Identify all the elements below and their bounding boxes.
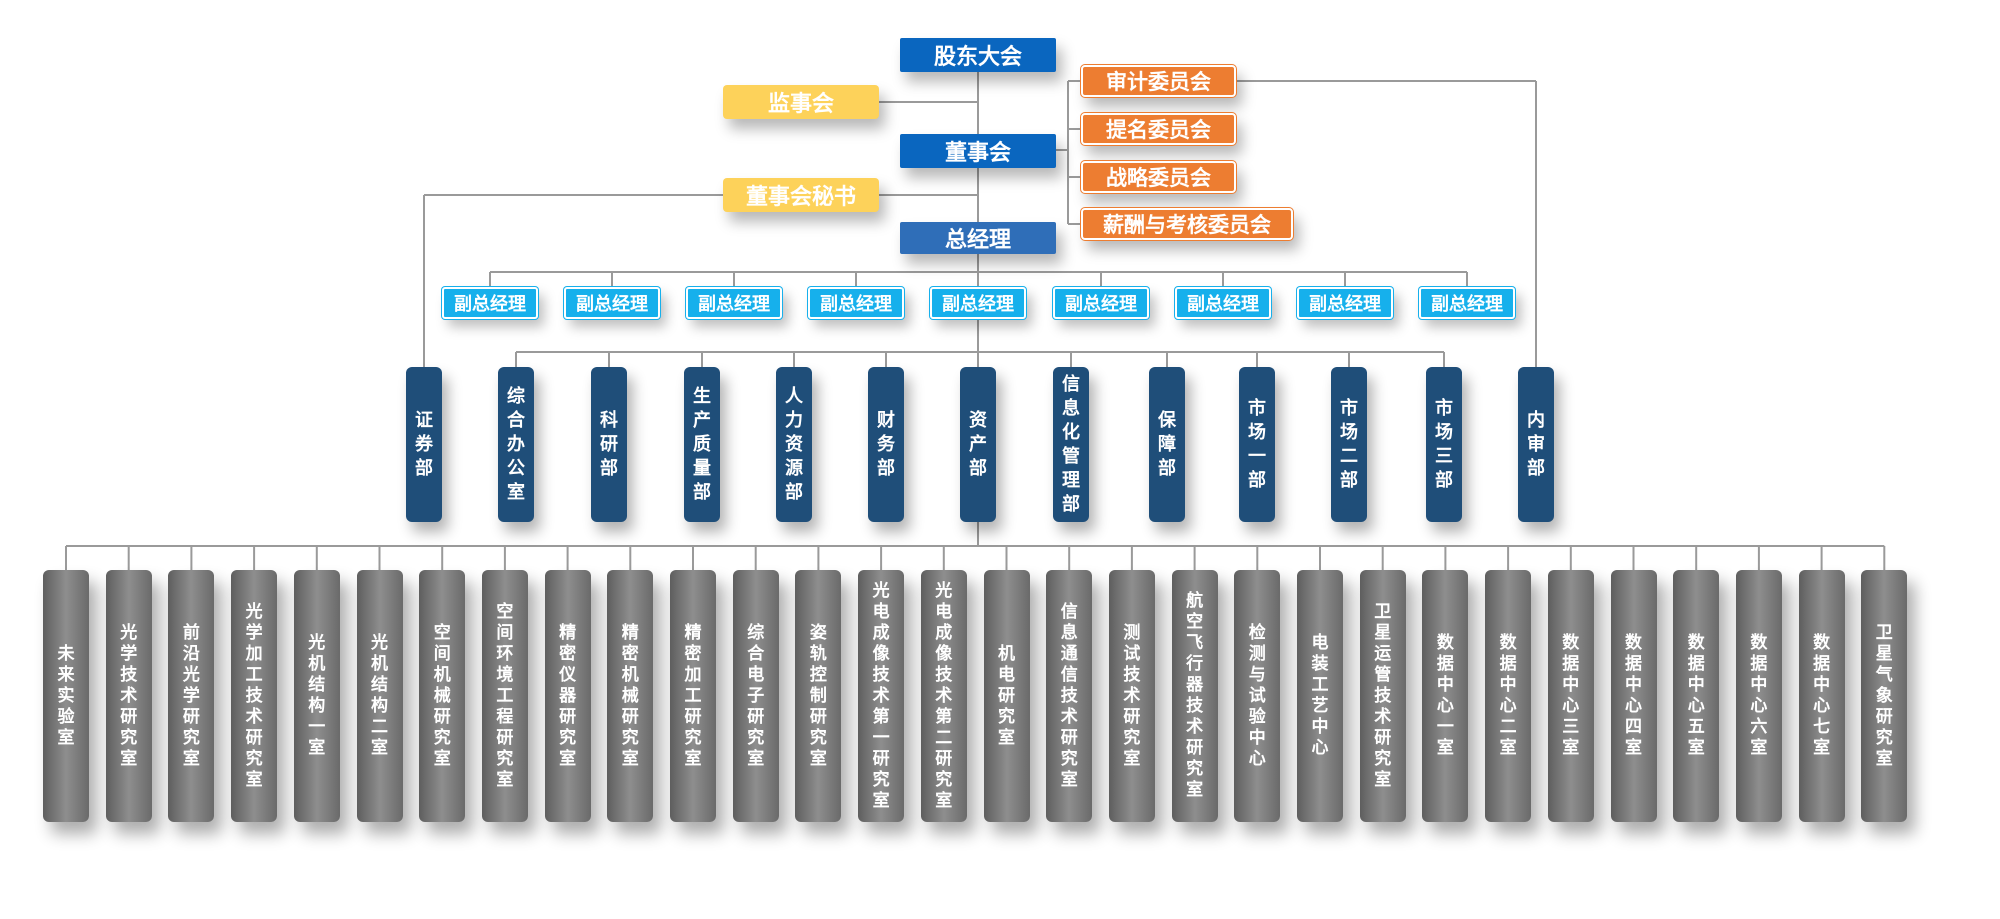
research-unit-box: 数据中心六室 <box>1735 570 1782 822</box>
research-unit-box: 光学加工技术研究室 <box>231 570 278 822</box>
research-unit-box: 信息通信技术研究室 <box>1046 570 1093 822</box>
research-unit-box: 数据中心三室 <box>1547 570 1594 822</box>
committee-compensation: 薪酬与考核委员会 <box>1081 208 1293 240</box>
research-unit-box: 综合电子研究室 <box>732 570 779 822</box>
research-unit-box: 电装工艺中心 <box>1297 570 1343 822</box>
research-unit-box: 前沿光学研究室 <box>168 570 215 822</box>
vice-manager-box: 副总经理 <box>808 287 904 319</box>
research-unit-box: 空间机械研究室 <box>419 570 466 822</box>
shareholders-meeting-box: 股东大会 <box>900 38 1056 72</box>
research-unit-box: 光学技术研究室 <box>105 570 152 822</box>
committee-nomination: 提名委员会 <box>1081 113 1236 145</box>
research-unit-box: 数据中心一室 <box>1422 570 1469 822</box>
research-unit-box: 检测与试验中心 <box>1234 570 1281 822</box>
department-box: 市场二部 <box>1331 367 1367 522</box>
department-box: 内审部 <box>1518 367 1554 522</box>
research-unit-box: 未来实验室 <box>43 570 89 822</box>
department-box: 生产质量部 <box>684 367 720 522</box>
research-unit-box: 卫星气象研究室 <box>1861 570 1908 822</box>
board-of-directors-box: 董事会 <box>900 134 1056 168</box>
research-unit-box: 空间环境工程研究室 <box>481 570 528 822</box>
research-unit-box: 数据中心二室 <box>1485 570 1532 822</box>
vice-manager-box: 副总经理 <box>1175 287 1271 319</box>
committee-strategy: 战略委员会 <box>1081 161 1236 193</box>
department-box: 财务部 <box>868 367 904 522</box>
research-unit-box: 精密加工研究室 <box>670 570 716 822</box>
vice-manager-box: 副总经理 <box>564 287 660 319</box>
supervisory-board-box: 监事会 <box>723 85 879 119</box>
department-box: 证券部 <box>406 367 442 522</box>
research-unit-box: 姿轨控制研究室 <box>795 570 842 822</box>
department-box: 综合办公室 <box>498 367 534 522</box>
research-unit-box: 光电成像技术第二研究室 <box>920 570 967 822</box>
vice-manager-box: 副总经理 <box>442 287 538 319</box>
department-box: 市场一部 <box>1239 367 1275 522</box>
department-box: 科研部 <box>591 367 627 522</box>
research-unit-box: 数据中心五室 <box>1673 570 1720 822</box>
research-unit-box: 精密机械研究室 <box>607 570 654 822</box>
vice-manager-box: 副总经理 <box>686 287 782 319</box>
research-unit-box: 数据中心七室 <box>1798 570 1845 822</box>
research-unit-box: 数据中心四室 <box>1610 570 1657 822</box>
department-box: 人力资源部 <box>776 367 812 522</box>
vice-manager-box: 副总经理 <box>1419 287 1515 319</box>
general-manager-box: 总经理 <box>900 222 1056 254</box>
department-box: 保障部 <box>1149 367 1185 522</box>
research-unit-box: 光机结构一室 <box>293 570 340 822</box>
committee-audit: 审计委员会 <box>1081 65 1236 97</box>
vice-manager-box: 副总经理 <box>930 287 1026 319</box>
board-secretary-box: 董事会秘书 <box>723 178 879 212</box>
research-unit-box: 航空飞行器技术研究室 <box>1171 570 1218 822</box>
vice-manager-box: 副总经理 <box>1297 287 1393 319</box>
research-unit-box: 精密仪器研究室 <box>544 570 591 822</box>
research-unit-box: 光机结构二室 <box>356 570 403 822</box>
research-unit-box: 光电成像技术第一研究室 <box>858 570 905 822</box>
department-box: 市场三部 <box>1426 367 1462 522</box>
department-box: 信息化管理部 <box>1053 367 1089 522</box>
research-unit-box: 机电研究室 <box>983 570 1030 822</box>
vice-manager-box: 副总经理 <box>1053 287 1149 319</box>
research-unit-box: 卫星运管技术研究室 <box>1359 570 1406 822</box>
research-unit-box: 测试技术研究室 <box>1108 570 1155 822</box>
department-box: 资产部 <box>960 367 996 522</box>
